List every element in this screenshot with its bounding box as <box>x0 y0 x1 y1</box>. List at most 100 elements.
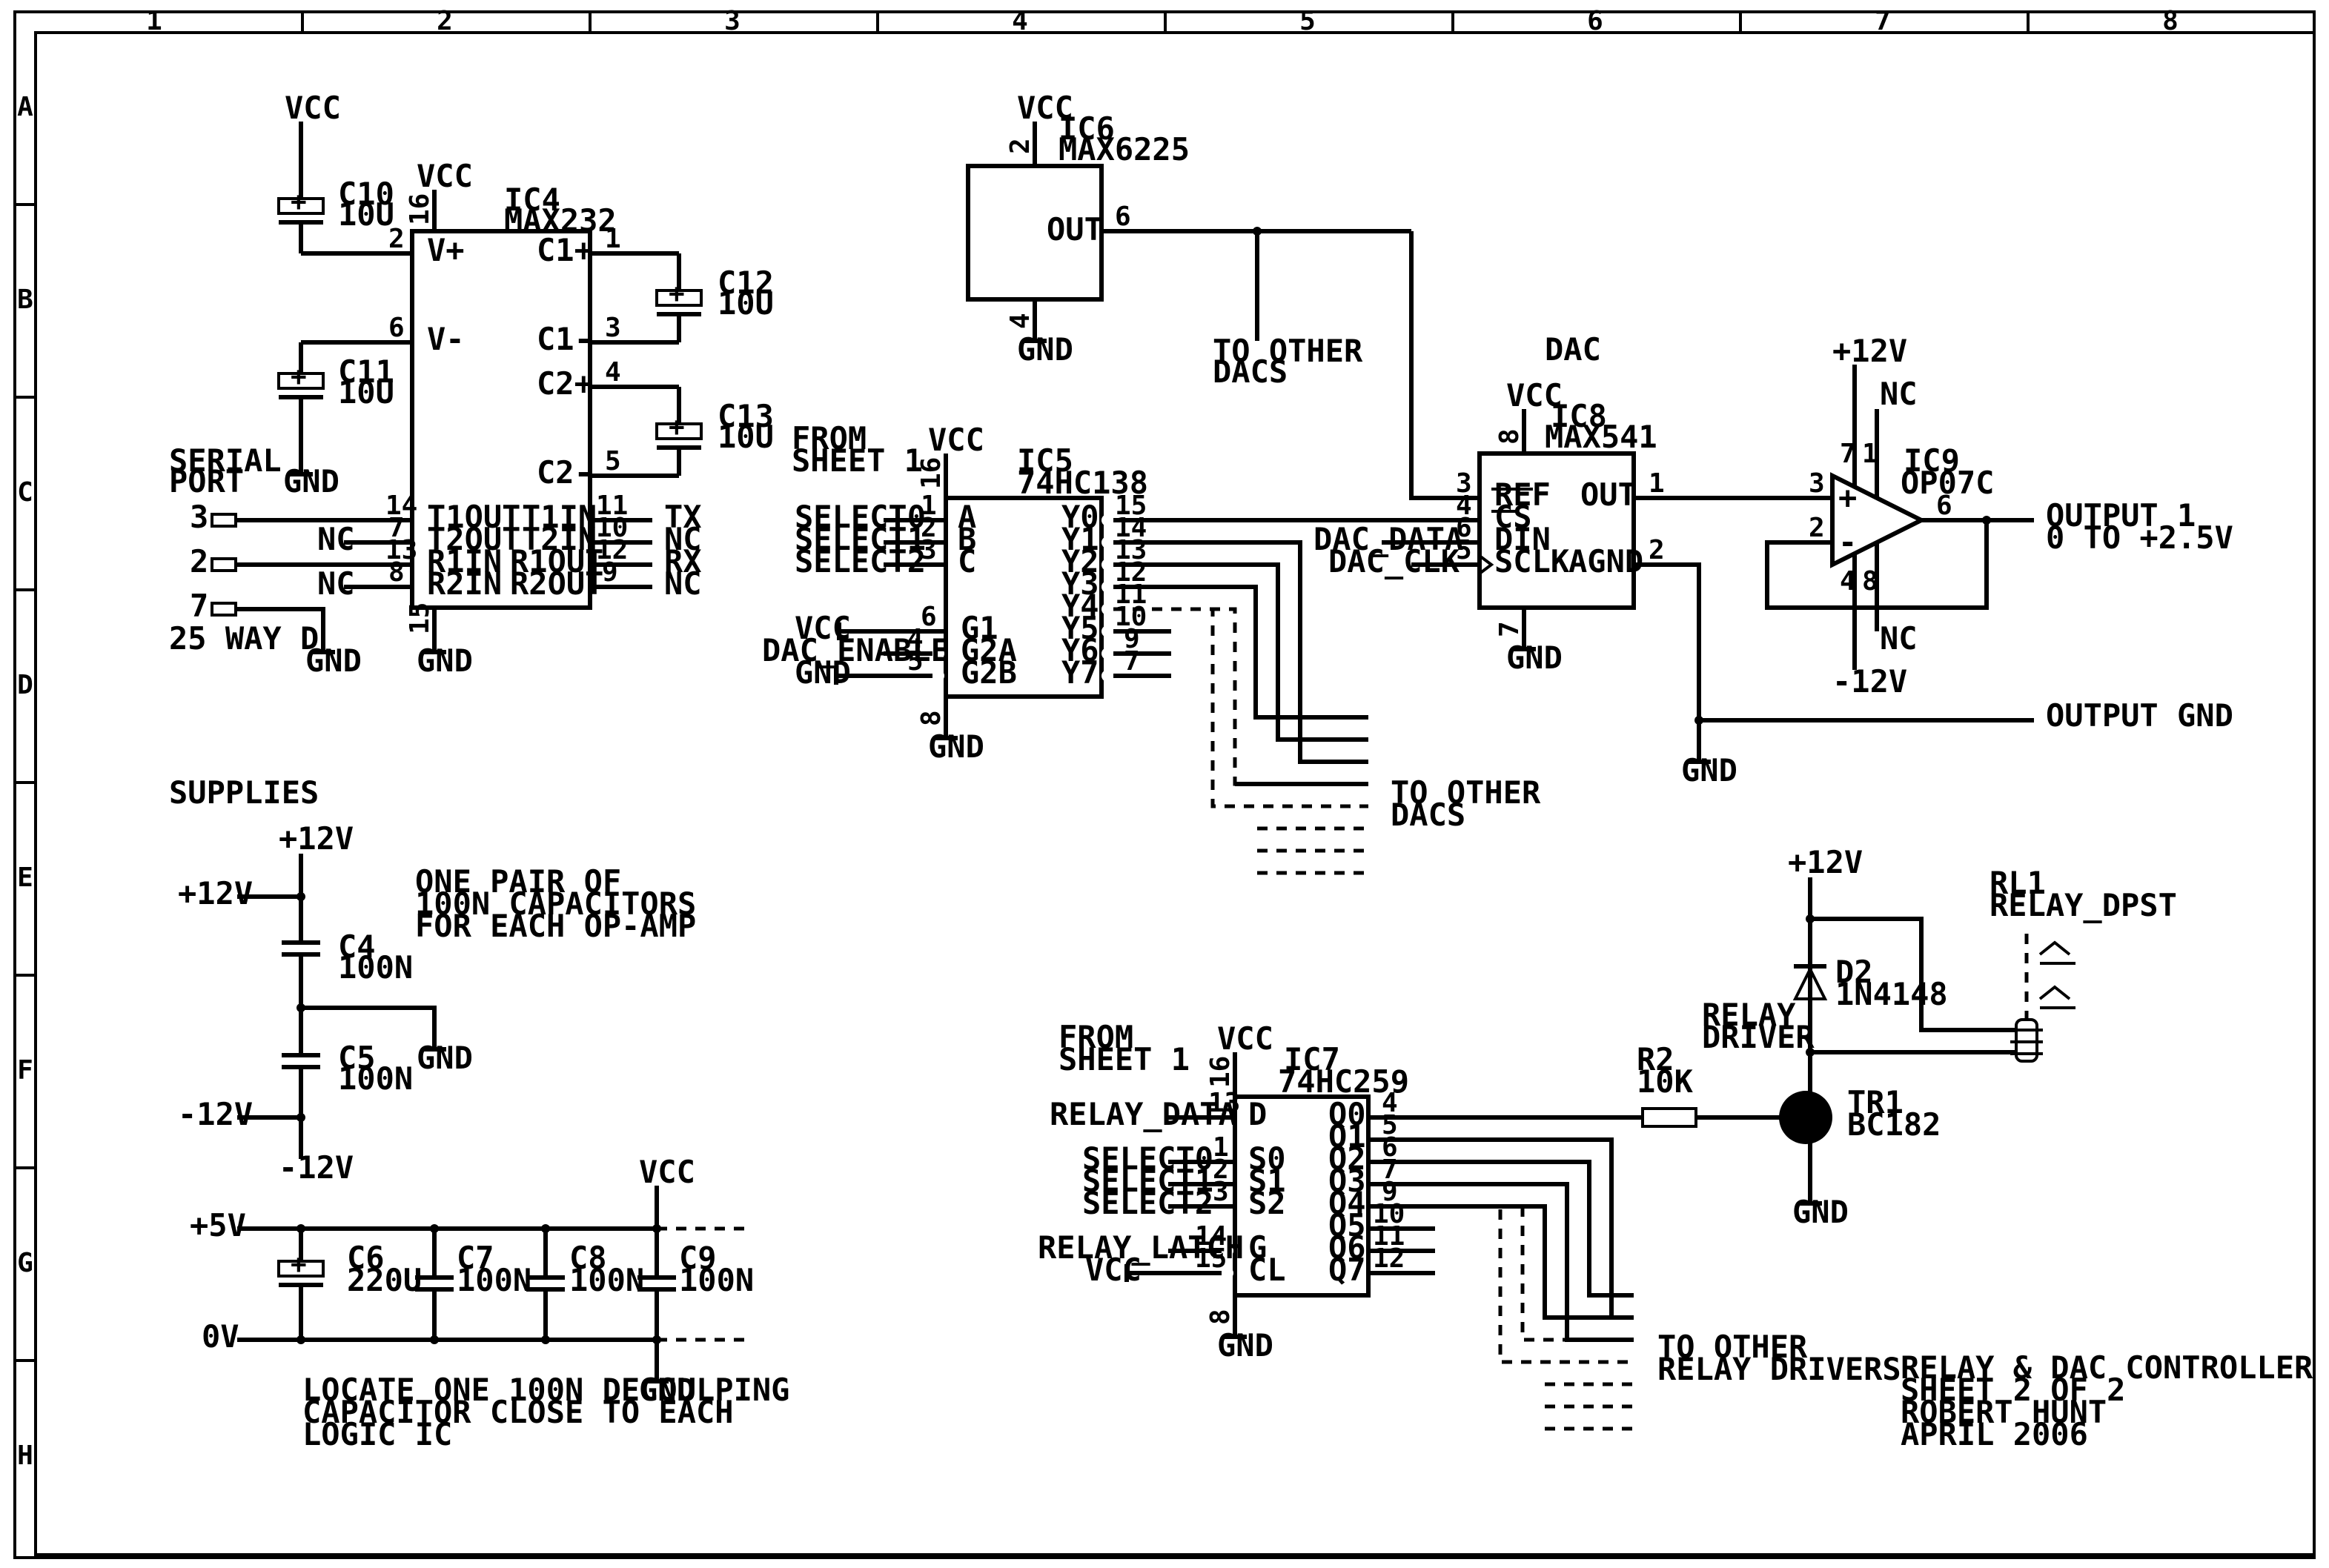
ic4-part: MAX232 <box>504 202 617 239</box>
ic7-pin-name: Q7 <box>1328 1252 1366 1288</box>
ic4-pin-num: 8 <box>388 557 405 588</box>
ic4-pin-num: 1 <box>605 224 621 254</box>
tr1-ref: TR1 <box>1847 1084 1904 1120</box>
ic8-pin-num: 5 <box>1456 535 1472 565</box>
col-label: 3 <box>724 6 741 36</box>
ic4-pin-name: C2- <box>537 454 593 491</box>
c13-ref: C13 <box>718 398 774 434</box>
ic9-neg-supply: -12V <box>1832 663 1907 700</box>
supplies-title: SUPPLIES <box>169 774 319 811</box>
ic4-max232: IC4 MAX232 VCC 16 GND 15 2 V+ 6 V- 14 T1… <box>237 90 774 679</box>
ic5-pin-name: Y5 <box>1061 610 1099 646</box>
junction <box>296 1113 305 1122</box>
ic6-other: TO OTHER <box>1213 333 1363 369</box>
c8-ref: C8 <box>569 1240 607 1276</box>
ic7-pin-vcc: 16 <box>1205 1056 1236 1088</box>
ic7-pin-name: Q1 <box>1328 1118 1366 1155</box>
ic9-pin: 2 <box>1809 513 1825 543</box>
inversion-bubble <box>1101 625 1113 637</box>
sheet-frame: 1 2 3 4 5 6 7 8 A B C D E F G H <box>13 6 2316 1559</box>
title-line: APRIL 2006 <box>1901 1416 2088 1452</box>
ic5-other: DACS <box>1391 797 1465 833</box>
ic5-net: DAC_ENABLE <box>762 632 950 668</box>
serial-pin: 3 <box>190 499 208 535</box>
ic8-agnd-label: AGND <box>1568 543 1643 579</box>
ic5-net: VCC <box>795 610 851 646</box>
ic7-pin-name: D <box>1248 1096 1267 1132</box>
tr1-gnd: GND <box>1792 1194 1849 1230</box>
ic7-net: RELAY_DATA <box>1050 1096 1237 1132</box>
c7-value: 100N <box>457 1262 531 1298</box>
ic7-pin-name: Q0 <box>1328 1096 1366 1132</box>
ic4-pin-name: R1OUT <box>510 543 603 579</box>
ic5-pin-name: Y0 <box>1061 499 1099 535</box>
row-label: C <box>17 477 33 508</box>
ic7-gnd: GND <box>1217 1327 1273 1363</box>
ic7-net: RELAY_LATCH <box>1038 1229 1244 1266</box>
ic4-pin-num: 12 <box>596 535 628 565</box>
ic9-op07c: + - +12V 7 NC 1 IC9 OP07C -12V 4 NC 8 3 … <box>1765 333 2233 700</box>
ic7-part: 74HC259 <box>1278 1063 1409 1100</box>
ic4-pin-name: C1- <box>537 321 593 357</box>
title-line: RELAY & DAC CONTROLLER <box>1901 1349 2313 1386</box>
inversion-bubble <box>1222 1245 1233 1257</box>
ic9-nc: NC <box>1880 620 1918 657</box>
ic4-pin-vcc: 16 <box>405 193 435 225</box>
ic5-pin-name: Y4 <box>1061 588 1099 624</box>
row-label: B <box>17 285 33 315</box>
ic6-pin-out: 6 <box>1115 202 1131 232</box>
rail-label: +5V <box>190 1207 246 1243</box>
ic5-pin-name: G2B <box>961 654 1017 691</box>
ic7-net: SELECT2 <box>1082 1185 1213 1221</box>
ic7-pin-num: 1 <box>1213 1132 1229 1163</box>
c10-value: 10U <box>338 196 394 233</box>
c4-ref: C4 <box>338 928 376 965</box>
serial-connector: 25 WAY D <box>169 620 319 657</box>
ic4-pin-num: 13 <box>385 535 417 565</box>
inversion-bubble <box>1101 648 1113 660</box>
ic6-out-label: OUT <box>1047 211 1103 248</box>
supply-note: 100N CAPACITORS <box>415 886 696 922</box>
ic8-net: DAC_DATA <box>1313 521 1463 557</box>
ic5-net: SELECT0 <box>795 499 926 535</box>
col-label: 7 <box>1875 6 1891 36</box>
ic5-pin-name: Y1 <box>1061 521 1099 557</box>
output-gnd-label: OUTPUT GND <box>2046 697 2233 734</box>
ic5-74hc138: FROM SHEET 1 VCC 16 IC5 74HC138 GND 8 SE… <box>762 420 1541 875</box>
decoupling-gnd: GND <box>639 1372 695 1408</box>
ic5-pin-name: A <box>958 499 976 535</box>
c11-ref: C11 <box>338 353 394 390</box>
inversion-bubble <box>1101 514 1113 526</box>
ic6-gnd: GND <box>1017 331 1073 368</box>
ic5-net: SELECT1 <box>795 521 926 557</box>
ic5-pin-name: G2A <box>961 632 1017 668</box>
c10-ref: C10 <box>338 176 394 212</box>
ic4-vcc: VCC <box>417 158 473 194</box>
ic4-pin-num: 2 <box>388 224 405 254</box>
junction <box>1982 516 1991 525</box>
c6-value: 220U <box>347 1262 422 1298</box>
ic4-net-tx: TX <box>664 499 702 535</box>
ic7-pin-num: 9 <box>1382 1177 1398 1207</box>
c5-ref: C5 <box>338 1040 376 1076</box>
ic7-pin-num: 13 <box>1208 1088 1240 1118</box>
c13-value: 10U <box>718 419 774 455</box>
ic5-pin-vcc: 16 <box>916 457 947 489</box>
ic7-pin-name: Q6 <box>1328 1229 1366 1266</box>
ic8-pin-agnd: 2 <box>1649 535 1665 565</box>
output-gnd-symbol: GND <box>1681 752 1737 788</box>
ic4-pin-num: 7 <box>388 513 405 543</box>
inversion-bubble <box>1101 603 1113 615</box>
ic4-nc-t2out: NC <box>317 521 355 557</box>
supply-label: +12V <box>279 820 354 857</box>
ic5-pin-name: C <box>958 543 976 579</box>
inversion-bubble <box>1101 559 1113 571</box>
decoupling-section: +5V 0V VCC GND + C6 220U C7 100N <box>190 1154 789 1452</box>
ic8-pin-out: 1 <box>1649 468 1665 499</box>
ic6-max6225: VCC 2 IC6 MAX6225 GND 4 OUT 6 TO OTHER D… <box>966 90 1480 500</box>
ic8-pin-num: 4 <box>1456 491 1472 521</box>
c9-value: 100N <box>679 1262 754 1298</box>
ic9-pin: 3 <box>1809 468 1825 499</box>
ic5-pin-num: 1 <box>921 491 937 521</box>
title-line: SHEET 2 OF 2 <box>1901 1372 2125 1408</box>
